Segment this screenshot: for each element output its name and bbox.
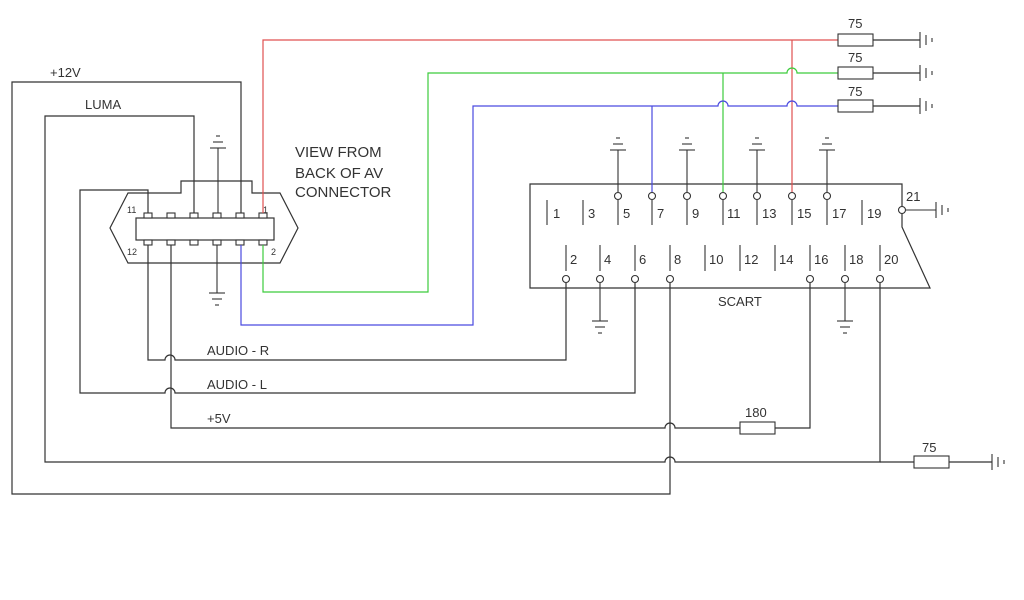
resistor-pin20-value: 75 <box>922 440 936 455</box>
resistor-blue-75 <box>837 99 920 113</box>
resistor-red-75 <box>837 33 920 47</box>
scart-pin-20-label: 20 <box>884 252 898 267</box>
scart-pin-17-label: 17 <box>832 206 846 221</box>
ground-icon <box>919 32 933 48</box>
audio-l-label: AUDIO - L <box>207 377 267 392</box>
resistor-180-wire <box>775 283 811 429</box>
ground-icon <box>610 137 626 192</box>
ground-icon <box>819 137 835 192</box>
scart-pin-19-label: 19 <box>867 206 881 221</box>
scart-top-pin-labels: 1 3 5 7 9 11 13 15 17 19 <box>553 206 881 221</box>
av-pin-12-label: 12 <box>127 247 137 257</box>
plus12v-label: +12V <box>50 65 81 80</box>
scart-pin-1-label: 1 <box>553 206 560 221</box>
scart-pin-9-label: 9 <box>692 206 699 221</box>
scart-pin-10-label: 10 <box>709 252 723 267</box>
plus12v-wire <box>11 81 671 495</box>
view-label-line3: CONNECTOR <box>295 184 392 201</box>
scart-pin-2-label: 2 <box>570 252 577 267</box>
scart-pin-terminals <box>561 191 907 284</box>
av-pin-2-label: 2 <box>271 247 276 257</box>
ground-icon <box>919 98 933 114</box>
scart-connector: 1 3 5 7 9 11 13 15 17 19 2 4 6 8 10 12 1… <box>529 183 931 289</box>
resistor-green-75 <box>837 66 920 80</box>
view-label-line1: VIEW FROM <box>295 144 382 161</box>
luma-wire <box>44 115 881 463</box>
audio-l-wire <box>79 189 636 394</box>
blue-signal-wire <box>240 100 838 326</box>
scart-pin-7-label: 7 <box>657 206 664 221</box>
scart-pin-5-label: 5 <box>623 206 630 221</box>
resistor-blue-value: 75 <box>848 84 862 99</box>
plus5v-label: +5V <box>207 411 231 426</box>
red-signal-wire <box>262 39 838 213</box>
scart-pin-3-label: 3 <box>588 206 595 221</box>
av-pin-11-label: 11 <box>127 205 136 215</box>
scart-pin-4-label: 4 <box>604 252 611 267</box>
plus5v-wire <box>170 245 740 429</box>
resistor-180 <box>739 421 776 435</box>
scart-pin-21-label: 21 <box>906 189 920 204</box>
scart-label: SCART <box>718 294 762 309</box>
scart-pin-14-label: 14 <box>779 252 793 267</box>
ground-icon <box>991 454 1005 470</box>
scart-pin-13-label: 13 <box>762 206 776 221</box>
av-connector: 1 2 11 12 <box>109 180 299 264</box>
scart-bottom-pin-labels: 2 4 6 8 10 12 14 16 18 20 <box>570 252 898 267</box>
scart-pin-15-label: 15 <box>797 206 811 221</box>
view-label-line2: BACK OF AV <box>295 165 383 182</box>
av-connector-pins <box>143 212 268 246</box>
resistor-green-value: 75 <box>848 50 862 65</box>
ground-icon <box>906 202 949 218</box>
av-pin-1-label: 1 <box>263 205 268 215</box>
ground-icon <box>592 283 608 334</box>
ground-icon <box>209 245 225 306</box>
ground-icon <box>919 65 933 81</box>
ground-icon <box>837 283 853 334</box>
luma-label: LUMA <box>85 97 121 112</box>
green-signal-wire <box>262 67 838 293</box>
scart-pin-bars <box>546 200 881 271</box>
resistor-pin20-75 <box>913 455 950 469</box>
audio-r-label: AUDIO - R <box>207 343 269 358</box>
scart-pin-6-label: 6 <box>639 252 646 267</box>
audio-r-wire <box>147 245 567 361</box>
scart-pin-11-label: 11 <box>727 206 741 221</box>
ground-icon <box>749 137 765 192</box>
scart-pin-8-label: 8 <box>674 252 681 267</box>
scart-pin-12-label: 12 <box>744 252 758 267</box>
scart-pin-18-label: 18 <box>849 252 863 267</box>
ground-icon <box>210 135 226 213</box>
ground-icon <box>679 137 695 192</box>
resistor-180-value: 180 <box>745 405 767 420</box>
scart-pin-16-label: 16 <box>814 252 828 267</box>
resistor-red-value: 75 <box>848 16 862 31</box>
